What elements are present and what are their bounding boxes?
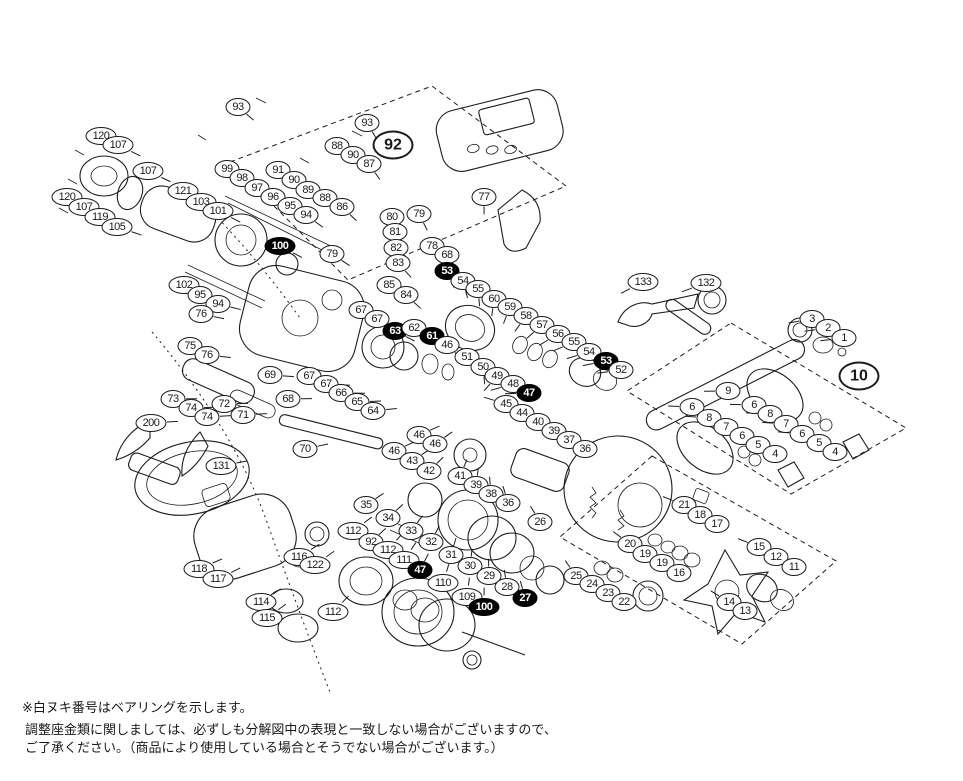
callout-4: 4: [762, 445, 788, 463]
callout-82: 82: [383, 239, 409, 257]
sketch-spool-assembly: [381, 482, 565, 670]
callout-79: 79: [319, 245, 345, 263]
callout-64: 64: [360, 402, 386, 420]
callout-47: 47: [407, 561, 433, 579]
callout-131: 131: [205, 457, 237, 475]
callout-9: 9: [715, 382, 741, 400]
callout-33: 33: [398, 522, 424, 540]
callout-83: 83: [385, 254, 411, 272]
callout-10: 10: [838, 361, 880, 391]
callout-46: 46: [422, 435, 448, 453]
sketch-main-frame: [181, 264, 384, 450]
callout-67: 67: [364, 310, 390, 328]
callout-93: 93: [225, 98, 251, 116]
callout-52: 52: [608, 361, 634, 379]
callout-72: 72: [211, 395, 237, 413]
callout-132: 132: [690, 274, 722, 292]
callout-1: 1: [831, 329, 857, 347]
construction-curve: [151, 213, 331, 693]
callout-107: 107: [102, 136, 134, 154]
callout-16: 16: [666, 564, 692, 582]
callout-112: 112: [317, 603, 349, 621]
callout-76: 76: [188, 305, 214, 323]
callout-13: 13: [732, 602, 758, 620]
callout-29: 29: [476, 567, 502, 585]
group-box-handle: [626, 322, 907, 495]
callout-35: 35: [353, 496, 379, 514]
callout-36: 36: [495, 494, 521, 512]
callout-47: 47: [516, 384, 542, 402]
callout-100: 100: [264, 237, 296, 255]
callout-101: 101: [202, 202, 234, 220]
callout-11: 11: [781, 558, 807, 576]
callout-4: 4: [822, 443, 848, 461]
callout-84: 84: [393, 286, 419, 304]
callout-92: 92: [372, 130, 414, 160]
callout-34: 34: [375, 509, 401, 527]
callout-110: 110: [427, 574, 459, 592]
callout-107: 107: [132, 162, 164, 180]
callout-100: 100: [468, 598, 500, 616]
bearing-note: ※白ヌキ番号はベアリングを示します。: [22, 700, 253, 715]
callout-27: 27: [512, 589, 538, 607]
callout-94: 94: [293, 206, 319, 224]
callout-26: 26: [527, 513, 553, 531]
callout-32: 32: [418, 533, 444, 551]
callout-77: 77: [471, 188, 497, 206]
callout-17: 17: [704, 515, 730, 533]
callout-93: 93: [354, 114, 380, 132]
callout-105: 105: [101, 218, 133, 236]
group-box-counter-unit: [229, 85, 567, 281]
callout-42: 42: [416, 462, 442, 480]
callout-69: 69: [257, 366, 283, 384]
adjustment-note-line1: 調整座金類に関しましては、必ずしも分解図中の表現と一致しない場合がございますので…: [25, 722, 557, 737]
callout-76: 76: [194, 346, 220, 364]
callout-133: 133: [627, 273, 659, 291]
sketch-left-housing: [193, 493, 440, 643]
callout-31: 31: [438, 546, 464, 564]
callout-46: 46: [434, 336, 460, 354]
callout-22: 22: [611, 593, 637, 611]
adjustment-note: 調整座金類に関しましては、必ずしも分解図中の表現と一致しない場合がございますので…: [25, 721, 557, 756]
callout-115: 115: [251, 609, 283, 627]
callout-200: 200: [135, 414, 167, 432]
callout-28: 28: [494, 578, 520, 596]
callout-30: 30: [457, 557, 483, 575]
callout-122: 122: [299, 556, 331, 574]
callout-79: 79: [406, 205, 432, 223]
callout-87: 87: [356, 155, 382, 173]
sketch-power-cable: [115, 419, 250, 516]
callout-71: 71: [230, 406, 256, 424]
callout-68: 68: [275, 390, 301, 408]
callout-117: 117: [202, 570, 234, 588]
callout-74: 74: [194, 408, 220, 426]
callout-70: 70: [292, 440, 318, 458]
sketch-counter-unit: [255, 89, 564, 252]
callout-114: 114: [245, 593, 277, 611]
callout-86: 86: [329, 198, 355, 216]
group-box-star-drag: [559, 455, 837, 645]
callout-36: 36: [572, 440, 598, 458]
adjustment-note-line2: ご了承ください。（商品により使用している場合とそうでない場合がございます。）: [25, 739, 504, 755]
